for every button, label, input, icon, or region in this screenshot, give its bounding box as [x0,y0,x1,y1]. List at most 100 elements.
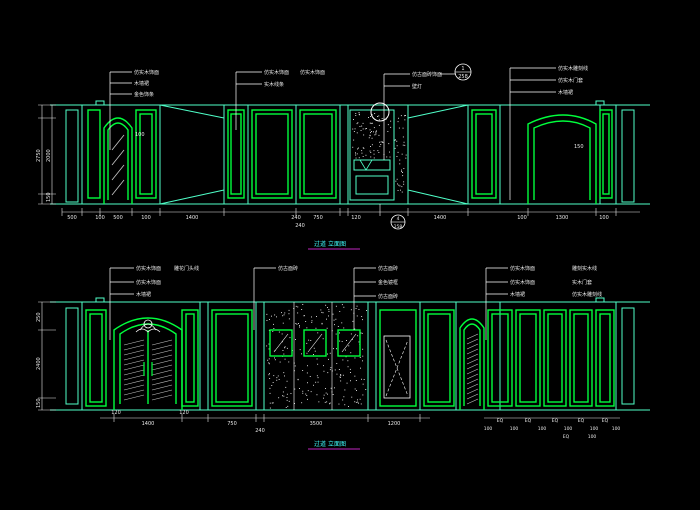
speckle-dot [328,311,330,312]
speckle-dot [316,375,318,377]
speckle-dot [340,376,341,378]
speckle-dot [353,131,355,132]
speckle-dot [361,152,363,154]
speckle-dot [350,333,352,335]
speckle-dot [362,156,364,157]
svg-text:258: 258 [394,224,403,230]
speckle-dot [397,190,399,191]
speckle-dot [269,392,271,394]
speckle-dot [379,145,381,147]
speckle-dot [353,119,354,120]
speckle-dot [350,372,351,373]
speckle-dot [342,374,344,376]
speckle-dot [353,139,355,141]
speckle-dot [286,380,288,382]
speckle-dot [309,376,311,377]
bottom-note-right-extra-3: 仿实木雕刻线 [572,291,602,298]
speckle-dot [370,132,371,134]
speckle-dot [361,316,363,317]
speckle-dot [282,350,284,351]
speckle-dot [373,150,375,152]
speckle-dot [341,304,343,306]
hatch-line [151,394,173,401]
speckle-dot [282,315,284,317]
speckle-dot [283,314,285,316]
speckle-dot [399,163,401,165]
speckle-dot [315,381,317,383]
speckle-dot [395,180,397,182]
speckle-dot [336,373,338,375]
bottom-hdim-2: 1400 [142,421,155,427]
speckle-dot [374,113,376,114]
svg-text:4: 4 [397,216,400,222]
speckle-dot [349,368,351,370]
speckle-dot [358,112,360,113]
speckle-dot [363,134,365,136]
bottom-hdim-7: 1200 [388,421,401,427]
speckle-dot [326,401,328,403]
speckle-dot [273,328,275,329]
speckle-dot [274,357,275,359]
speckle-dot [299,325,300,327]
hatch-line [151,349,173,356]
speckle-dot [350,380,351,382]
speckle-dot [317,332,319,334]
hatch-line [466,398,479,405]
bottom-note-center-3: 仿古面砖 [378,293,398,300]
speckle-dot [369,134,371,136]
speckle-dot [287,405,289,407]
svg-text:1: 1 [461,66,464,72]
hatch-line [466,343,479,350]
speckle-dot [354,128,356,130]
bottom-rdim-13: 100 [588,434,597,440]
speckle-dot [376,130,377,132]
speckle-dot [375,133,377,135]
speckle-dot [355,401,357,403]
speckle-dot [358,147,359,149]
speckle-dot [311,321,313,323]
speckle-dot [276,377,278,379]
speckle-dot [374,134,376,136]
speckle-dot [293,370,295,372]
speckle-dot [307,398,308,400]
speckle-dot [356,390,357,391]
speckle-dot [358,341,360,343]
speckle-dot [401,191,403,193]
speckle-dot [369,150,371,152]
speckle-dot [267,359,269,361]
speckle-dot [276,316,277,318]
speckle-dot [364,128,366,130]
speckle-dot [387,124,389,126]
hatch-line [123,379,145,386]
speckle-dot [271,402,273,404]
speckle-dot [356,123,358,125]
hatch-line [151,359,173,366]
speckle-dot [313,354,314,355]
top-hdim-8: 120 [351,215,361,221]
speckle-dot [389,156,391,158]
bottom-note-left-2: 仿实木饰面 [136,279,161,286]
top-note-right-1: 仿实木雕刻线 [558,65,588,72]
speckle-dot [283,353,285,355]
speckle-dot [359,126,361,127]
speckle-dot [328,309,330,311]
speckle-dot [268,374,270,376]
elevation-top: 100 150 仿实木饰面 木墙裙 金色饰条 仿实木饰面 [36,63,650,250]
speckle-dot [321,322,323,324]
speckle-dot [358,157,360,159]
speckle-dot [284,347,285,349]
speckle-dot [278,397,280,399]
speckle-dot [373,153,375,155]
speckle-dot [299,326,300,328]
speckle-dot [272,402,274,404]
speckle-dot [403,141,405,143]
speckle-dot [306,342,308,344]
speckle-dot [329,403,330,405]
speckle-dot [277,375,279,377]
hatch-line [123,364,145,371]
speckle-dot [325,392,327,394]
speckle-dot [386,156,388,158]
speckle-dot [354,328,356,330]
speckle-dot [340,375,342,376]
